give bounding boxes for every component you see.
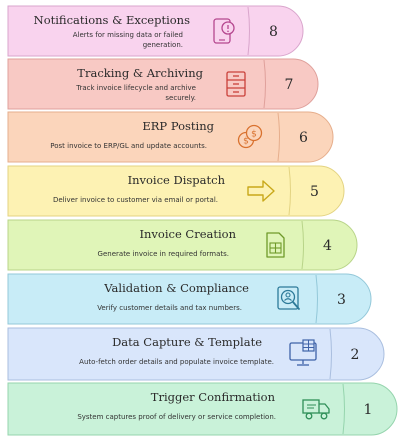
step-description-line: Post invoice to ERP/GL and update accoun… [50, 142, 207, 150]
step-title: Invoice Creation [139, 227, 236, 241]
file-cabinet-icon [226, 71, 246, 97]
step-separator [329, 328, 332, 380]
step-description-line: Alerts for missing data or failed [73, 31, 183, 39]
step-separator [342, 383, 345, 435]
step-description-line: securely. [165, 94, 196, 102]
step-description-line: generation. [143, 41, 183, 49]
step-separator [288, 166, 291, 216]
step-separator [315, 274, 318, 324]
spreadsheet-file-icon [266, 232, 285, 258]
step-description-line: Generate invoice in required formats. [98, 250, 229, 258]
step-band [7, 327, 385, 381]
step-band [7, 111, 334, 163]
step-title: Notifications & Exceptions [34, 13, 190, 27]
step-separator [247, 6, 250, 56]
step-description-line: Deliver invoice to customer via email or… [53, 196, 218, 204]
svg-text:$: $ [251, 130, 257, 140]
step-description-line: System captures proof of delivery or ser… [77, 413, 276, 421]
step-number: 4 [323, 238, 332, 254]
step-title: Trigger Confirmation [151, 390, 276, 404]
step-separator [277, 112, 280, 162]
step-title: Invoice Dispatch [128, 173, 226, 187]
monitor-form-icon [289, 339, 317, 366]
step-description-line: Track invoice lifecycle and archive [75, 84, 196, 92]
delivery-truck-icon [302, 399, 330, 420]
step-title: Tracking & Archiving [77, 66, 203, 80]
step-description-line: Verify customer details and tax numbers. [97, 304, 242, 312]
step-number: 1 [364, 402, 373, 418]
step-description-line: Auto-fetch order details and populate in… [79, 358, 274, 366]
step-title: Data Capture & Template [112, 335, 262, 349]
step-band [7, 5, 304, 57]
step-number: 5 [310, 184, 319, 200]
mobile-alert-icon [213, 18, 235, 44]
svg-text:$: $ [243, 137, 249, 147]
step-number: 3 [337, 292, 346, 308]
coins-icon: $$ [237, 124, 263, 149]
step-separator [263, 59, 266, 109]
step-number: 6 [299, 130, 308, 146]
step-number: 7 [285, 77, 294, 93]
arrow-right-icon [247, 180, 275, 202]
step-number: 8 [269, 24, 278, 40]
step-separator [301, 220, 304, 270]
step-band [7, 382, 398, 436]
step-title: ERP Posting [142, 119, 214, 133]
step-number: 2 [351, 347, 360, 363]
user-search-icon [277, 286, 300, 310]
step-band [7, 165, 345, 217]
step-title: Validation & Compliance [103, 281, 249, 295]
